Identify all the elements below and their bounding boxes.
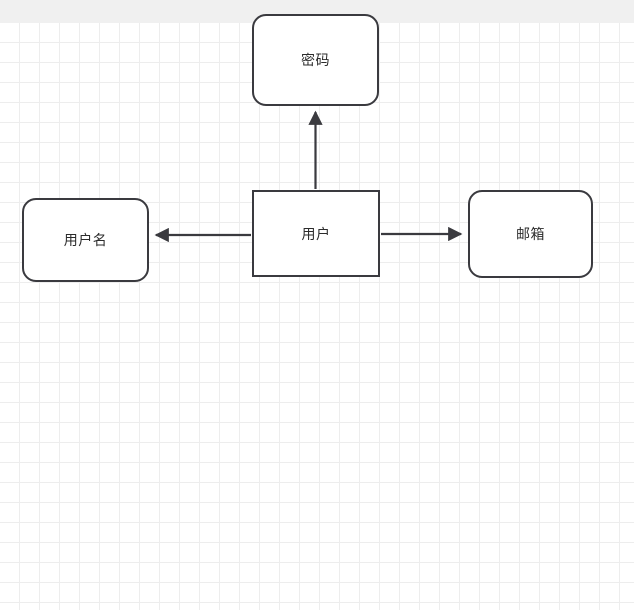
diagram-node-password[interactable]: 密码: [252, 14, 379, 106]
node-label-email: 邮箱: [516, 226, 545, 242]
diagram-node-email[interactable]: 邮箱: [468, 190, 593, 278]
node-label-password: 密码: [301, 52, 330, 68]
node-label-user: 用户: [301, 225, 331, 242]
diagram-node-username[interactable]: 用户名: [22, 198, 149, 282]
canvas-top-band: [0, 0, 634, 23]
node-label-username: 用户名: [63, 232, 108, 248]
diagram-canvas[interactable]: [0, 23, 634, 610]
diagram-node-user[interactable]: 用户: [252, 190, 380, 277]
